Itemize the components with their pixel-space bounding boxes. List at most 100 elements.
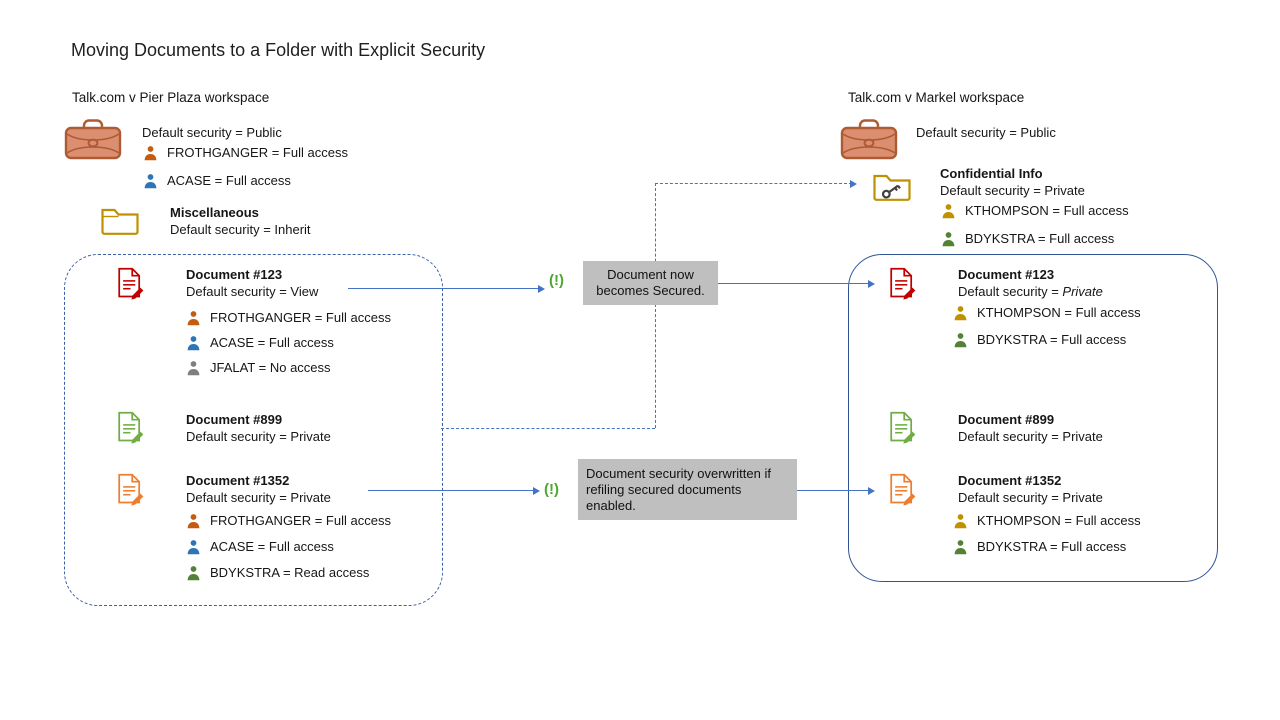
document-security: Default security = View [186, 284, 319, 299]
connector-doc899-vertical [655, 183, 656, 428]
security-prefix: Default security = [958, 284, 1063, 299]
user-label: KTHOMPSON = Full access [977, 513, 1141, 528]
document-icon-1352 [114, 472, 147, 507]
arrowhead-callout-to-doc123 [868, 279, 875, 288]
person-icon [941, 231, 956, 247]
document-block-123: Document #123 Default security = Private [958, 266, 1103, 300]
user-row: FROTHGANGER = Full access [186, 309, 391, 326]
callout-overwritten: Document security overwritten if refilin… [578, 459, 797, 520]
user-label: ACASE = Full access [167, 173, 291, 188]
document-title: Document #1352 [186, 473, 290, 488]
user-label: KTHOMPSON = Full access [965, 203, 1129, 218]
right-workspace-icon [840, 118, 898, 160]
left-workspace-icon [64, 118, 122, 160]
user-row: ACASE = Full access [186, 334, 334, 351]
person-icon [186, 360, 201, 376]
user-row: KTHOMPSON = Full access [953, 512, 1141, 529]
right-documents-container [848, 254, 1218, 582]
document-title: Document #123 [186, 267, 283, 282]
page-title: Moving Documents to a Folder with Explic… [71, 40, 486, 60]
person-icon [953, 513, 968, 529]
left-documents-container [64, 254, 443, 606]
folder-security: Default security = Private [940, 183, 1085, 198]
user-label: ACASE = Full access [210, 335, 334, 350]
connector-doc899-horizontal [441, 428, 655, 429]
user-label: ACASE = Full access [210, 539, 334, 554]
person-icon [143, 173, 158, 189]
document-block-899: Document #899 Default security = Private [186, 411, 331, 445]
person-icon [186, 310, 201, 326]
warning-icon: (!) [549, 272, 564, 289]
arrow-callout-to-doc1352 [797, 490, 872, 491]
right-workspace-label: Talk.com v Markel workspace [848, 90, 1025, 105]
security-value-italic: Private [1062, 284, 1103, 299]
arrow-doc1352-to-callout [368, 490, 538, 491]
user-label: FROTHGANGER = Full access [210, 513, 391, 528]
document-title: Document #899 [186, 412, 283, 427]
user-row: KTHOMPSON = Full access [941, 202, 1129, 219]
person-icon [186, 335, 201, 351]
user-label: BDYKSTRA = Full access [977, 539, 1127, 554]
user-label: BDYKSTRA = Read access [210, 565, 370, 580]
document-icon-899 [886, 410, 919, 445]
folder-name: Miscellaneous [170, 205, 259, 220]
document-icon-1352 [886, 472, 919, 507]
warning-icon: (!) [544, 481, 559, 498]
document-block-899: Document #899 Default security = Private [958, 411, 1103, 445]
folder-block-confidential: Confidential Info Default security = Pri… [940, 165, 1085, 199]
person-icon [953, 332, 968, 348]
person-icon [953, 539, 968, 555]
user-row: BDYKSTRA = Full access [953, 538, 1126, 555]
folder-name: Confidential Info [940, 166, 1043, 181]
document-block-1352: Document #1352 Default security = Privat… [958, 472, 1103, 506]
user-row: KTHOMPSON = Full access [953, 304, 1141, 321]
user-row: BDYKSTRA = Full access [953, 331, 1126, 348]
document-security: Default security = Private [958, 490, 1103, 505]
user-row: BDYKSTRA = Read access [186, 564, 369, 581]
document-security: Default security = Private [186, 490, 331, 505]
user-label: FROTHGANGER = Full access [210, 310, 391, 325]
document-title: Document #899 [958, 412, 1055, 427]
user-label: JFALAT = No access [210, 360, 331, 375]
arrow-callout-to-doc123 [718, 283, 872, 284]
person-icon [186, 513, 201, 529]
left-workspace-label: Talk.com v Pier Plaza workspace [72, 90, 270, 105]
right-workspace-security: Default security = Public [916, 125, 1056, 140]
user-row: BDYKSTRA = Full access [941, 230, 1114, 247]
document-security: Default security = Private [958, 429, 1103, 444]
folder-security: Default security = Inherit [170, 222, 311, 237]
user-row: FROTHGANGER = Full access [186, 512, 391, 529]
user-label: FROTHGANGER = Full access [167, 145, 348, 160]
document-block-123: Document #123 Default security = View [186, 266, 318, 300]
person-icon [953, 305, 968, 321]
person-icon [143, 145, 158, 161]
arrowhead-doc123-to-callout [538, 284, 545, 293]
user-label: BDYKSTRA = Full access [965, 231, 1115, 246]
user-label: KTHOMPSON = Full access [977, 305, 1141, 320]
user-row: FROTHGANGER = Full access [143, 144, 348, 161]
arrowhead-doc899-to-folder [850, 179, 857, 188]
document-title: Document #123 [958, 267, 1055, 282]
document-block-1352: Document #1352 Default security = Privat… [186, 472, 331, 506]
document-icon-123 [114, 266, 147, 301]
folder-icon-miscellaneous [100, 206, 140, 236]
user-row: JFALAT = No access [186, 359, 331, 376]
person-icon [186, 539, 201, 555]
user-row: ACASE = Full access [143, 172, 291, 189]
arrowhead-callout-to-doc1352 [868, 486, 875, 495]
callout-overwritten-text: Document security overwritten if refilin… [586, 465, 771, 513]
left-workspace-security: Default security = Public [142, 125, 282, 140]
callout-secured: Document now becomes Secured. [583, 261, 718, 305]
folder-block-miscellaneous: Miscellaneous Default security = Inherit [170, 204, 311, 238]
document-icon-899 [114, 410, 147, 445]
document-security: Default security = Private [186, 429, 331, 444]
arrow-doc123-to-callout [348, 288, 543, 289]
callout-secured-text: Document now becomes Secured. [596, 267, 705, 298]
document-icon-123 [886, 266, 919, 301]
document-security: Default security = Private [958, 283, 1103, 300]
user-row: ACASE = Full access [186, 538, 334, 555]
user-label: BDYKSTRA = Full access [977, 332, 1127, 347]
connector-doc899-to-folder [655, 183, 852, 184]
person-icon [186, 565, 201, 581]
